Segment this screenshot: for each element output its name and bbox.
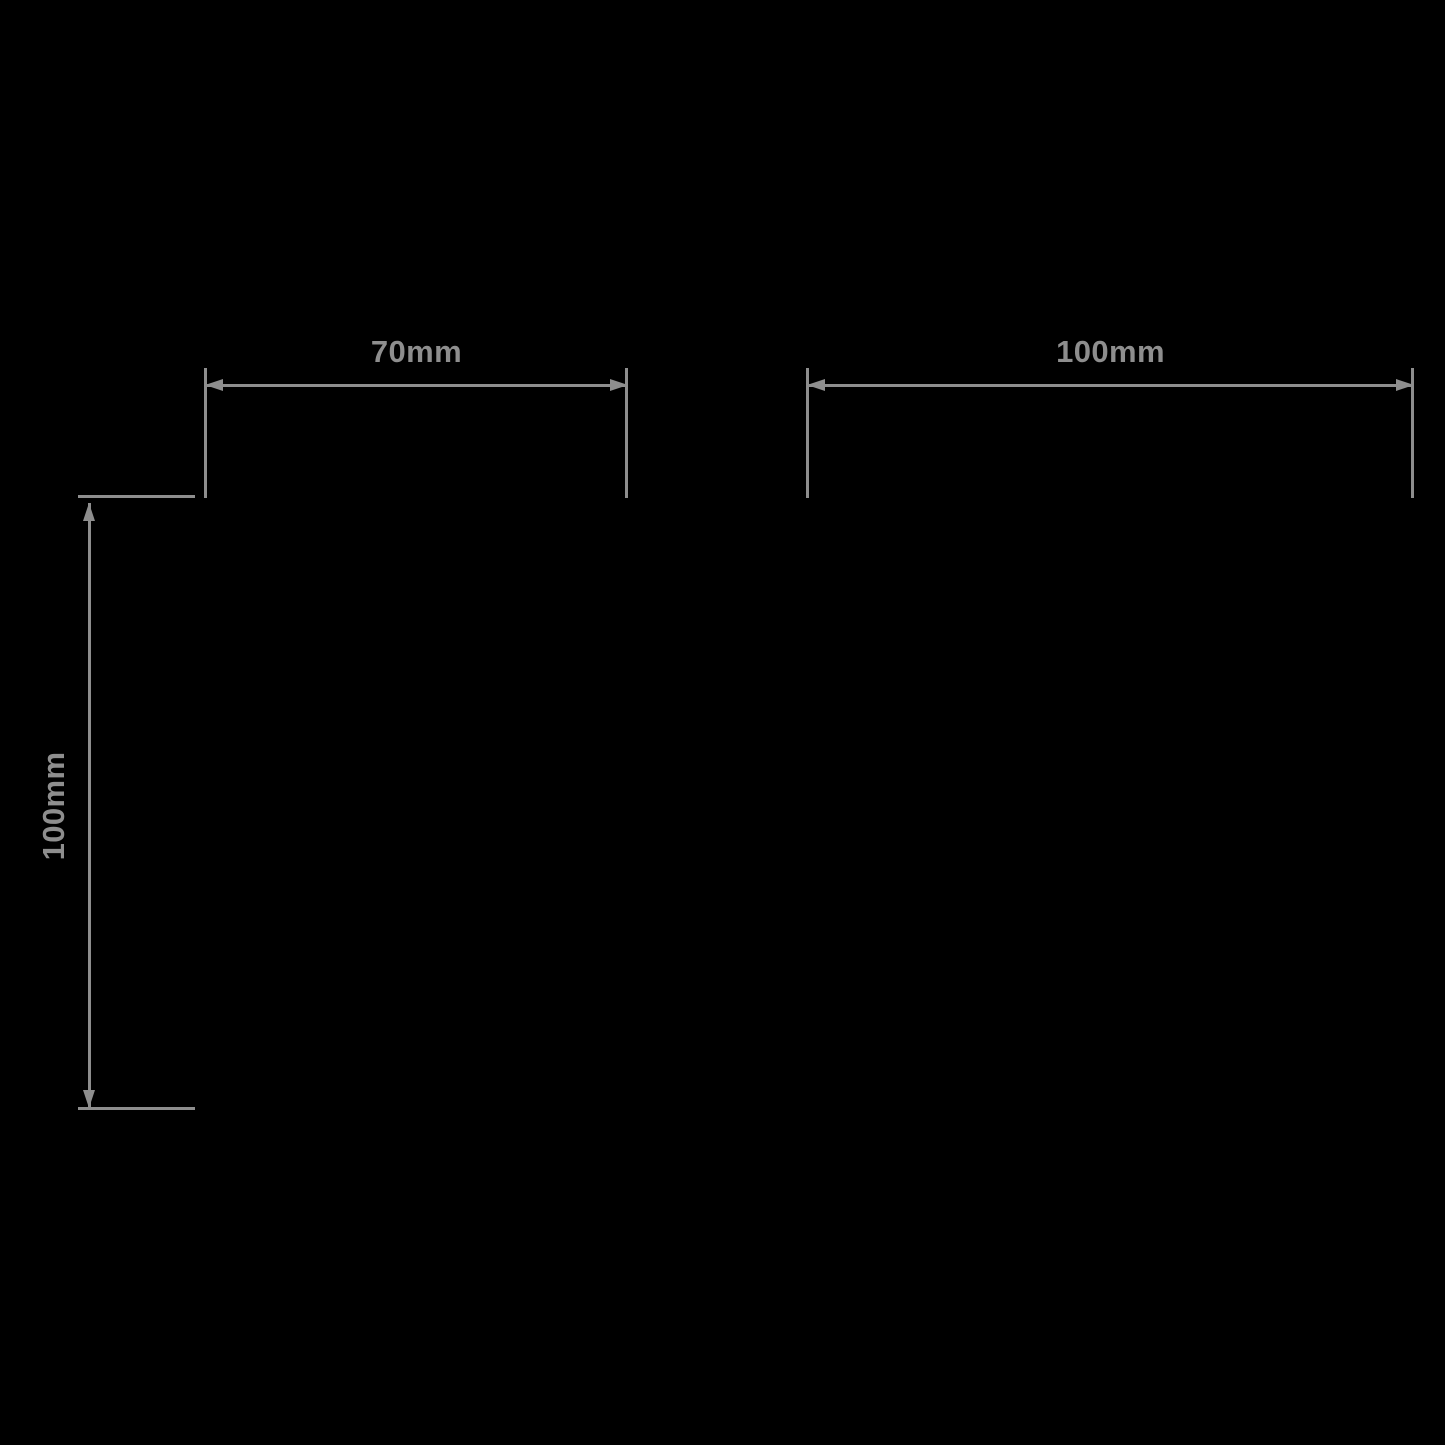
dimension-left-extension-top xyxy=(78,495,195,498)
dimension-left-label: 100mm xyxy=(36,751,71,861)
dimension-top-left-extension-left xyxy=(204,368,207,498)
dimension-top-right-label: 100mm xyxy=(1056,334,1165,369)
arrowhead-up-icon xyxy=(83,503,95,521)
arrowhead-right-icon xyxy=(610,379,628,391)
dimension-top-right-extension-right xyxy=(1411,368,1414,498)
dimension-top-right-line xyxy=(807,384,1414,387)
dimension-top-left-extension-right xyxy=(625,368,628,498)
dimension-top-right-extension-left xyxy=(806,368,809,498)
dimension-top-left-label: 70mm xyxy=(370,334,463,369)
dimension-top-left-line xyxy=(205,384,628,387)
dimension-left-extension-bottom xyxy=(78,1107,195,1110)
dimension-left-line xyxy=(88,503,91,1108)
arrowhead-right-icon xyxy=(1396,379,1414,391)
arrowhead-left-icon xyxy=(205,379,223,391)
arrowhead-left-icon xyxy=(807,379,825,391)
arrowhead-down-icon xyxy=(83,1090,95,1108)
